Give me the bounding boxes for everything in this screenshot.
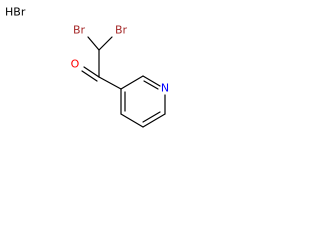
- nitrogen-atom: N: [161, 82, 169, 95]
- bond-carbonyl-o-1: [83, 66, 100, 78]
- bromine-atom-left: Br: [73, 24, 86, 37]
- bond-c-br-right: [98, 36, 113, 51]
- bond-ring-c3-c2: [120, 75, 144, 90]
- chemical-structure: HBr Br Br O N: [5, 6, 169, 128]
- bromine-atom-right: Br: [115, 24, 128, 37]
- salt-label: HBr: [5, 6, 26, 19]
- bond-carbonyl-o-2: [81, 70, 98, 82]
- bond-ring-inner-c6-c5: [142, 111, 161, 123]
- oxygen-atom: O: [71, 58, 80, 71]
- bond-carbonyl-ring: [98, 76, 122, 90]
- bond-ring-c5-c4: [120, 113, 144, 128]
- bond-ring-c2-n: [142, 75, 161, 87]
- bond-ring-inner-c2-n: [143, 80, 159, 90]
- bond-ring-c6-c5: [142, 113, 166, 128]
- bond-c-br-left: [87, 36, 100, 51]
